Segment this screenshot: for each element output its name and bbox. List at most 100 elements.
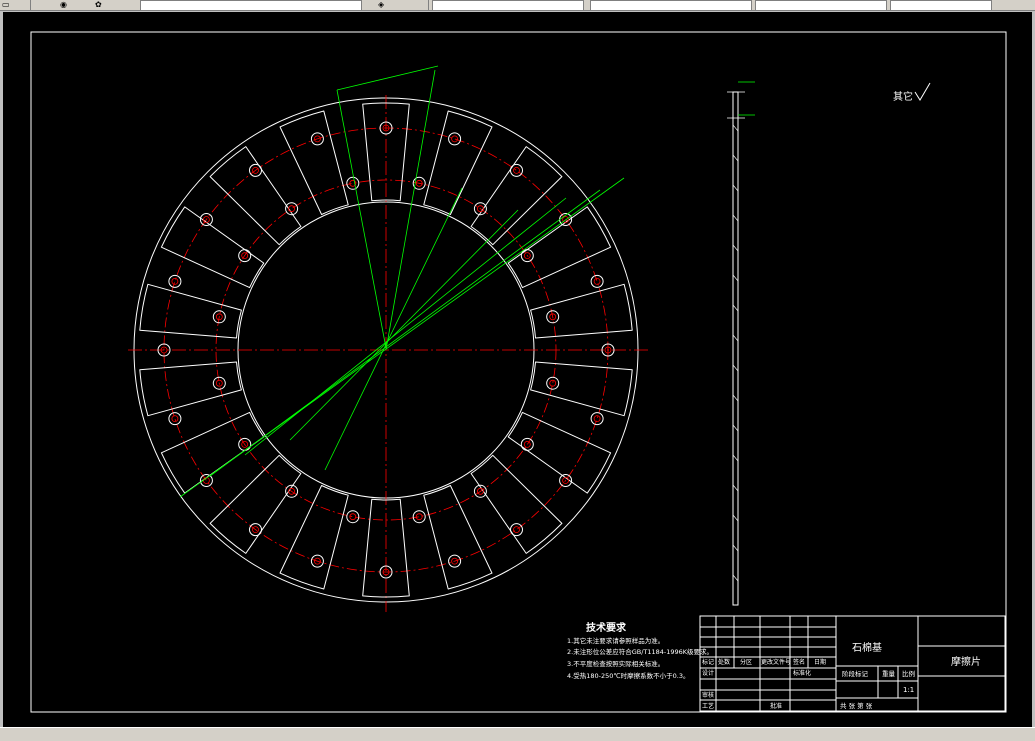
file-icon[interactable]: ▭ bbox=[2, 0, 10, 9]
rivet-hole bbox=[590, 412, 604, 426]
rivet-hole bbox=[238, 249, 252, 263]
rivet-hole bbox=[546, 310, 560, 324]
rivet-hole bbox=[285, 202, 299, 216]
dimension-line bbox=[336, 65, 439, 91]
tech-requirement-line: 2.未注形位公差应符合GB/T1184-1996K级要求。 bbox=[567, 647, 713, 656]
title-left-label: 设计 bbox=[702, 669, 714, 677]
friction-pad-segment bbox=[279, 110, 349, 215]
friction-disc-view bbox=[128, 65, 648, 612]
rivet-hole bbox=[168, 274, 182, 288]
section-hatch bbox=[732, 424, 739, 432]
friction-pad-segment bbox=[362, 102, 410, 202]
section-hatch bbox=[732, 154, 739, 162]
rivet-hole bbox=[212, 376, 226, 390]
title-part-name: 摩擦片 bbox=[951, 655, 981, 668]
title-sheets-label: 共 张 第 张 bbox=[840, 701, 873, 710]
rivet-hole-center bbox=[415, 179, 423, 187]
tech-requirement-line: 4.受热180-250℃时摩擦系数不小于0.3。 bbox=[567, 671, 690, 680]
rivet-hole bbox=[520, 249, 534, 263]
tech-requirements-title: 技术要求 bbox=[586, 621, 627, 634]
linetype-combo[interactable] bbox=[590, 0, 752, 11]
title-block bbox=[699, 615, 1006, 712]
title-mid-label: 标准化 bbox=[793, 669, 811, 677]
toolbar-separator bbox=[30, 0, 31, 10]
cad-drawing[interactable]: 其它 技术要求 1.其它未注要求请参照样品为准。 2.未注形位公差应符合GB/T… bbox=[3, 12, 1032, 727]
friction-pad-segment bbox=[209, 454, 302, 554]
rivet-hole-center bbox=[523, 252, 531, 260]
gear-icon[interactable]: ✿ bbox=[95, 0, 102, 9]
rivet-hole bbox=[346, 510, 360, 524]
rivet-hole bbox=[510, 163, 523, 177]
title-weight-label: 重量 bbox=[882, 670, 896, 678]
section-hatch bbox=[732, 124, 739, 132]
title-mid-label: 批准 bbox=[770, 702, 782, 710]
section-hatch bbox=[732, 274, 739, 282]
section-hatch bbox=[732, 244, 739, 252]
section-hatch bbox=[732, 544, 739, 552]
rivet-hole-center bbox=[313, 135, 321, 143]
rivet-hole-center bbox=[562, 477, 569, 484]
section-hatch bbox=[732, 184, 739, 192]
friction-pad-segment bbox=[209, 146, 302, 246]
rivet-hole bbox=[249, 163, 262, 177]
dimension-line bbox=[209, 189, 601, 477]
rivet-hole bbox=[448, 132, 462, 146]
title-row-label: 标记 bbox=[702, 658, 714, 666]
outer-frame bbox=[30, 31, 1007, 713]
globe-icon[interactable]: ◉ bbox=[60, 0, 67, 9]
section-hatch bbox=[732, 304, 739, 312]
friction-pad-segment bbox=[470, 146, 563, 246]
roughness-symbol-icon bbox=[914, 82, 931, 101]
rivet-hole bbox=[379, 121, 393, 135]
rivet-hole-center bbox=[160, 346, 168, 354]
rivet-hole-center bbox=[451, 557, 459, 565]
rivet-hole bbox=[590, 274, 604, 288]
rivet-hole-center bbox=[593, 277, 601, 285]
section-hatch bbox=[732, 394, 739, 402]
rivet-hole-center bbox=[382, 568, 390, 576]
plotstyle-combo[interactable] bbox=[890, 0, 992, 11]
toolbar-separator bbox=[428, 0, 429, 10]
color-combo[interactable] bbox=[432, 0, 584, 11]
title-stage-label: 阶段标记 bbox=[842, 669, 869, 678]
drawing-viewport[interactable]: 其它 技术要求 1.其它未注要求请参照样品为准。 2.未注形位公差应符合GB/T… bbox=[3, 12, 1032, 727]
friction-pad-segment bbox=[279, 485, 349, 590]
rivet-hole bbox=[546, 376, 560, 390]
rivet-hole-center bbox=[476, 487, 484, 495]
side-section-view bbox=[727, 81, 755, 606]
surface-roughness-note: 其它 bbox=[893, 90, 913, 103]
layer-icon[interactable]: ◈ bbox=[378, 0, 385, 9]
rivet-hole bbox=[559, 474, 573, 487]
rivet-hole bbox=[520, 437, 534, 451]
rivet-hole bbox=[346, 176, 360, 190]
dimension-line bbox=[385, 69, 436, 351]
lineweight-combo[interactable] bbox=[755, 0, 887, 11]
rivet-hole bbox=[601, 343, 615, 357]
section-hatch bbox=[732, 214, 739, 222]
friction-pad-segment bbox=[160, 411, 265, 494]
rivet-hole bbox=[168, 412, 182, 426]
layer-combo[interactable] bbox=[140, 0, 362, 11]
section-hatch bbox=[732, 484, 739, 492]
rivet-hole-center bbox=[288, 487, 296, 495]
rivet-hole-center bbox=[202, 216, 210, 223]
rivet-hole bbox=[448, 554, 462, 568]
rivet-hole-center bbox=[513, 526, 520, 533]
rivet-hole-center bbox=[593, 415, 601, 423]
rivet-hole-center bbox=[349, 179, 357, 187]
rivet-hole-center bbox=[549, 313, 557, 321]
section-profile bbox=[732, 91, 739, 606]
rivet-hole bbox=[379, 565, 393, 579]
dimension-line bbox=[336, 89, 387, 349]
friction-pad-segment bbox=[423, 485, 493, 590]
rivet-hole bbox=[199, 474, 213, 487]
section-hatch bbox=[732, 334, 739, 342]
horizontal-scrollbar[interactable] bbox=[0, 727, 1035, 741]
friction-pad-segment bbox=[362, 498, 410, 598]
rivet-hole-center bbox=[513, 166, 520, 174]
rivet-hole-center bbox=[313, 557, 321, 565]
dimension-line bbox=[324, 187, 463, 471]
section-hatch bbox=[732, 364, 739, 372]
title-row-label: 处数 bbox=[718, 658, 730, 666]
rivet-hole bbox=[212, 310, 226, 324]
